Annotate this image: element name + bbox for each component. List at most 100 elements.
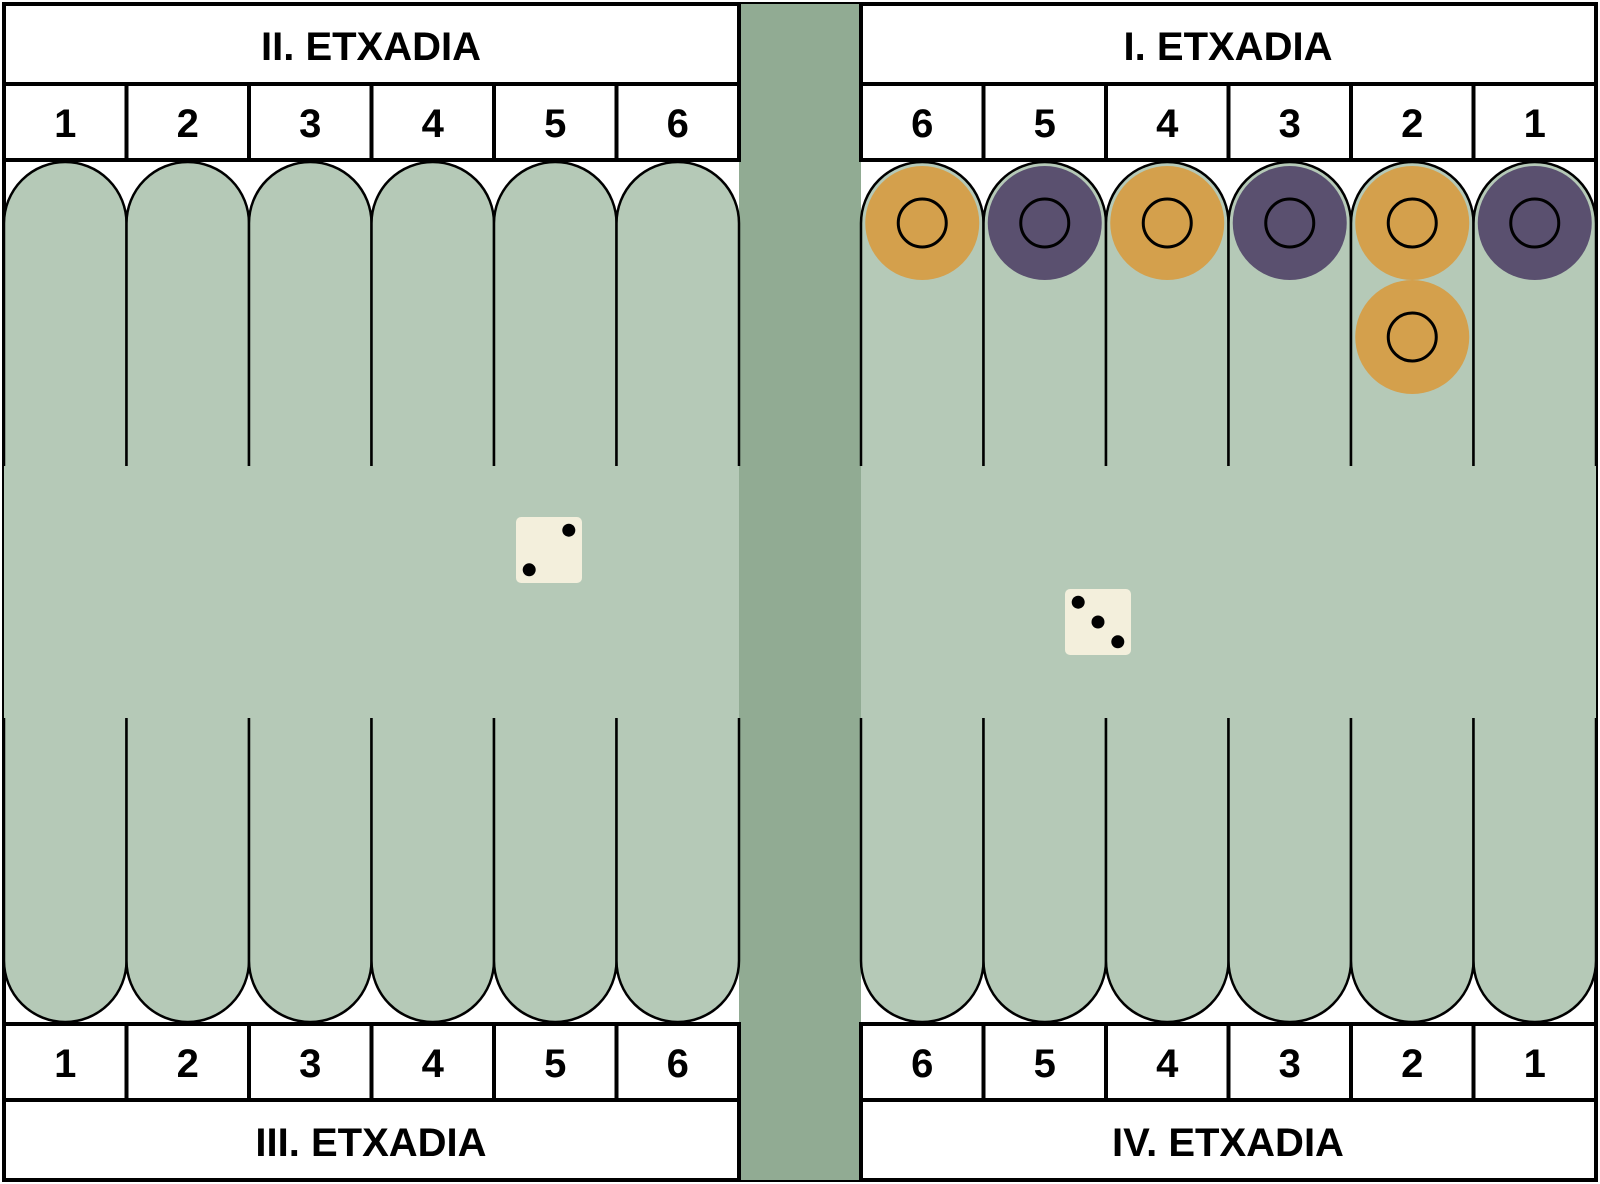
quadrant-title-top-right: I. ETXADIA — [1124, 25, 1333, 69]
quadrant-title-bottom-left: III. ETXADIA — [255, 1121, 486, 1165]
point-number-cell — [859, 82, 986, 162]
point-number-cell — [1226, 1022, 1353, 1102]
die-pip — [562, 523, 576, 537]
die-right[interactable] — [1065, 589, 1131, 655]
point-number-label: 5 — [1034, 1042, 1056, 1086]
point-bottom[interactable] — [1228, 718, 1352, 1022]
point-number-label: 3 — [299, 102, 321, 146]
point-number-label: 1 — [54, 1042, 76, 1086]
point-number-label: 5 — [1034, 102, 1056, 146]
point-outline — [615, 718, 741, 1024]
checker-ring — [1141, 197, 1193, 249]
point-top[interactable] — [249, 161, 372, 466]
die-pip — [1091, 615, 1105, 629]
middle-band-right — [861, 466, 1596, 718]
point-outline — [492, 718, 618, 1024]
point-number-cell — [1471, 1022, 1598, 1102]
point-number-label: 6 — [911, 102, 933, 146]
point-bottom[interactable] — [249, 718, 372, 1022]
point-number-label: 1 — [54, 102, 76, 146]
point-outline — [982, 718, 1108, 1024]
point-outline — [2, 160, 128, 466]
point-number-cell — [1349, 82, 1476, 162]
point-bottom[interactable] — [1351, 718, 1474, 1022]
checker-body — [1477, 166, 1592, 280]
point-number-cell — [124, 82, 251, 162]
point-top[interactable] — [616, 161, 740, 466]
point-number-label: 2 — [1401, 1042, 1423, 1086]
point-bottom[interactable] — [494, 718, 617, 1022]
point-outline — [615, 160, 741, 466]
point-outline — [1472, 160, 1598, 466]
quadrant-title-top-left: II. ETXADIA — [261, 25, 481, 69]
point-number-label: 4 — [422, 102, 445, 146]
checker-body — [1355, 166, 1470, 280]
checker-purple[interactable] — [987, 166, 1102, 280]
point-outline — [247, 160, 373, 466]
point-bottom[interactable] — [4, 718, 127, 1022]
checker-orange[interactable] — [1355, 280, 1470, 394]
point-top[interactable] — [371, 161, 494, 466]
point-number-label: 3 — [299, 1042, 321, 1086]
point-outline — [125, 718, 251, 1024]
point-outline — [247, 718, 373, 1024]
point-number-label: 1 — [1524, 102, 1546, 146]
point-outline — [492, 160, 618, 466]
checker-orange[interactable] — [865, 166, 980, 280]
point-outline — [1349, 718, 1475, 1024]
point-bottom[interactable] — [861, 718, 984, 1022]
point-top[interactable] — [126, 162, 250, 466]
point-outline — [859, 160, 985, 466]
point-number-cell — [614, 1022, 741, 1102]
point-outline — [370, 160, 496, 466]
point-bottom[interactable] — [1473, 718, 1597, 1022]
point-number-label: 4 — [1156, 1042, 1179, 1086]
point-outline — [1227, 718, 1353, 1024]
title-cell-top-left — [2, 2, 741, 86]
point-outline — [1104, 160, 1230, 466]
point-outline — [2, 718, 128, 1024]
checker-body — [1232, 166, 1347, 280]
middle-band-left — [4, 466, 739, 718]
die-left[interactable] — [516, 517, 582, 583]
point-bottom[interactable] — [616, 718, 740, 1022]
point-number-cell — [614, 82, 741, 162]
die-pip — [1071, 595, 1085, 609]
checker-body — [865, 166, 980, 280]
point-bottom[interactable] — [983, 718, 1107, 1022]
quadrant-title-bottom-right: IV. ETXADIA — [1112, 1121, 1344, 1165]
die-pip — [1111, 635, 1125, 649]
point-outline — [125, 160, 251, 466]
point-number-cell — [247, 1022, 374, 1102]
point-number-cell — [2, 82, 129, 162]
point-number-cell — [1349, 1022, 1476, 1102]
point-number-label: 6 — [911, 1042, 933, 1086]
point-bottom[interactable] — [126, 718, 250, 1022]
point-outline — [1472, 718, 1598, 1024]
point-number-cell — [1471, 82, 1598, 162]
point-number-label: 2 — [177, 1042, 199, 1086]
checker-ring — [1386, 197, 1438, 249]
point-outline — [859, 718, 985, 1024]
point-number-cell — [369, 82, 496, 162]
checker-purple[interactable] — [1477, 166, 1592, 280]
point-bottom[interactable] — [371, 718, 494, 1022]
point-number-cell — [369, 1022, 496, 1102]
checker-orange[interactable] — [1355, 166, 1470, 280]
point-outline — [1349, 160, 1475, 466]
point-top[interactable] — [4, 162, 127, 467]
checker-ring — [1386, 311, 1438, 363]
checker-purple[interactable] — [1232, 166, 1347, 280]
point-bottom[interactable] — [1106, 718, 1229, 1022]
checker-body — [987, 166, 1102, 280]
point-number-cell — [247, 82, 374, 162]
title-cell-bottom-right — [859, 1098, 1598, 1182]
point-top[interactable] — [494, 161, 617, 466]
point-number-cell — [124, 1022, 251, 1102]
checker-orange[interactable] — [1110, 166, 1225, 280]
point-outline — [1227, 160, 1353, 466]
checker-body — [1355, 280, 1470, 394]
point-number-label: 4 — [422, 1042, 445, 1086]
point-number-label: 3 — [1279, 102, 1301, 146]
